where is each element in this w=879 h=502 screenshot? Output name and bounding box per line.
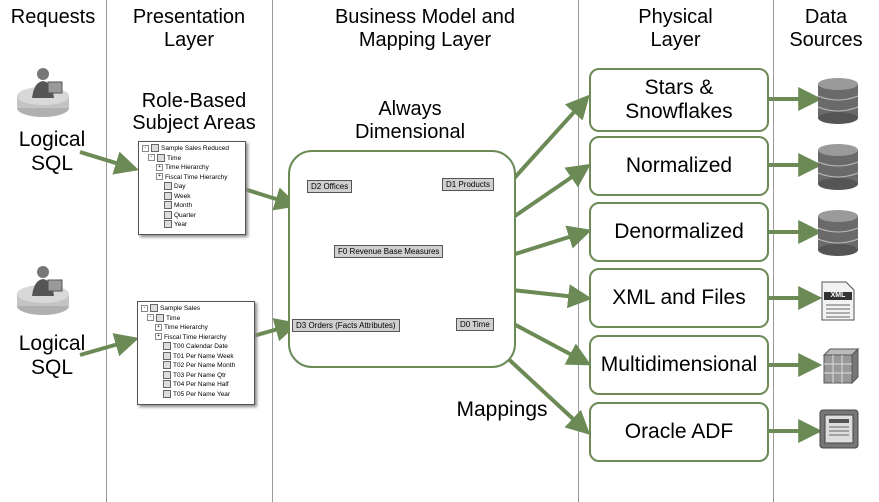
physical-stars-snowflakes[interactable]: Stars & Snowflakes — [589, 68, 769, 132]
physical-normalized[interactable]: Normalized — [589, 136, 769, 196]
user-workstation-icon — [17, 68, 69, 117]
subject-area-tree: -Sample Sales -Time +Time Hierarchy +Fis… — [137, 301, 255, 405]
tree-node[interactable]: -Time — [142, 153, 242, 164]
tree-node[interactable]: Month — [142, 201, 242, 211]
arrow — [249, 318, 299, 342]
arrow — [510, 163, 591, 220]
mappings-label: Mappings — [456, 398, 548, 421]
tree-node[interactable]: T05 Per Name Year — [141, 389, 251, 400]
column-header-presentation: Presentation Layer — [132, 6, 246, 51]
subject-areas-label: Role-Based Subject Areas — [132, 90, 256, 134]
arrow — [240, 186, 299, 211]
tree-node[interactable]: Quarter — [142, 210, 242, 221]
table-d2-offices[interactable]: D2 Offices — [307, 180, 353, 193]
physical-xml-files[interactable]: XML and Files — [589, 268, 769, 328]
arrow — [511, 225, 592, 257]
physical-denormalized[interactable]: Denormalized — [589, 202, 769, 262]
table-d0-time[interactable]: D0 Time — [456, 318, 494, 331]
tree-node[interactable]: -Sample Sales — [141, 304, 251, 314]
adf-app-icon — [819, 409, 859, 449]
separator-line — [106, 0, 107, 502]
physical-oracle-adf[interactable]: Oracle ADF — [589, 402, 769, 462]
database-icon — [817, 210, 859, 256]
tree-node[interactable]: T04 Per Name Half — [141, 380, 251, 390]
tree-node[interactable]: Week — [142, 191, 242, 202]
user-workstation-icon — [17, 266, 69, 315]
table-d3-orders[interactable]: D3 Orders (Facts Attributes) — [292, 319, 400, 332]
tree-node[interactable]: +Time Hierarchy — [141, 323, 251, 333]
physical-multidimensional[interactable]: Multidimensional — [589, 335, 769, 395]
arrow — [506, 94, 590, 187]
tree-node[interactable]: +Fiscal Time Hierarchy — [142, 173, 242, 183]
tree-node[interactable]: T00 Calendar Date — [141, 342, 251, 352]
separator-line — [578, 0, 579, 502]
cube-icon — [822, 347, 860, 385]
tree-node[interactable]: T01 Per Name Week — [141, 351, 251, 362]
subject-area-tree: -Sample Sales Reduced -Time +Time Hierar… — [138, 141, 246, 235]
table-d1-products[interactable]: D1 Products — [442, 178, 495, 191]
arrow — [509, 320, 592, 366]
separator-line — [773, 0, 774, 502]
arrow — [79, 150, 139, 175]
column-header-physical: Physical Layer — [638, 6, 713, 51]
tree-node[interactable]: Day — [142, 182, 242, 192]
database-icon — [817, 144, 859, 190]
table-f0-revenue[interactable]: F0 Revenue Base Measures — [334, 245, 444, 258]
xml-icon-text: XML — [830, 292, 846, 299]
arrow — [501, 352, 591, 435]
tree-node[interactable]: +Fiscal Time Hierarchy — [141, 333, 251, 343]
arrow — [511, 284, 593, 309]
always-dimensional-label: Always Dimensional — [354, 98, 466, 143]
separator-line — [272, 0, 273, 502]
xml-file-icon — [821, 281, 855, 321]
column-header-requests: Requests — [10, 6, 96, 28]
tree-node[interactable]: +Time Hierarchy — [142, 163, 242, 173]
logical-sql-label: Logical SQL — [18, 128, 86, 175]
database-icon — [817, 78, 859, 124]
tree-node[interactable]: Year — [142, 220, 242, 230]
tree-node[interactable]: T03 Per Name Qtr — [141, 370, 251, 381]
tree-node[interactable]: -Sample Sales Reduced — [142, 144, 242, 154]
column-header-sources: Data Sources — [789, 6, 863, 51]
tree-node[interactable]: T02 Per Name Month — [141, 361, 251, 371]
tree-node[interactable]: -Time — [141, 313, 251, 324]
logical-sql-label: Logical SQL — [18, 332, 86, 379]
arrow — [79, 333, 139, 357]
column-header-business: Business Model and Mapping Layer — [334, 6, 516, 51]
